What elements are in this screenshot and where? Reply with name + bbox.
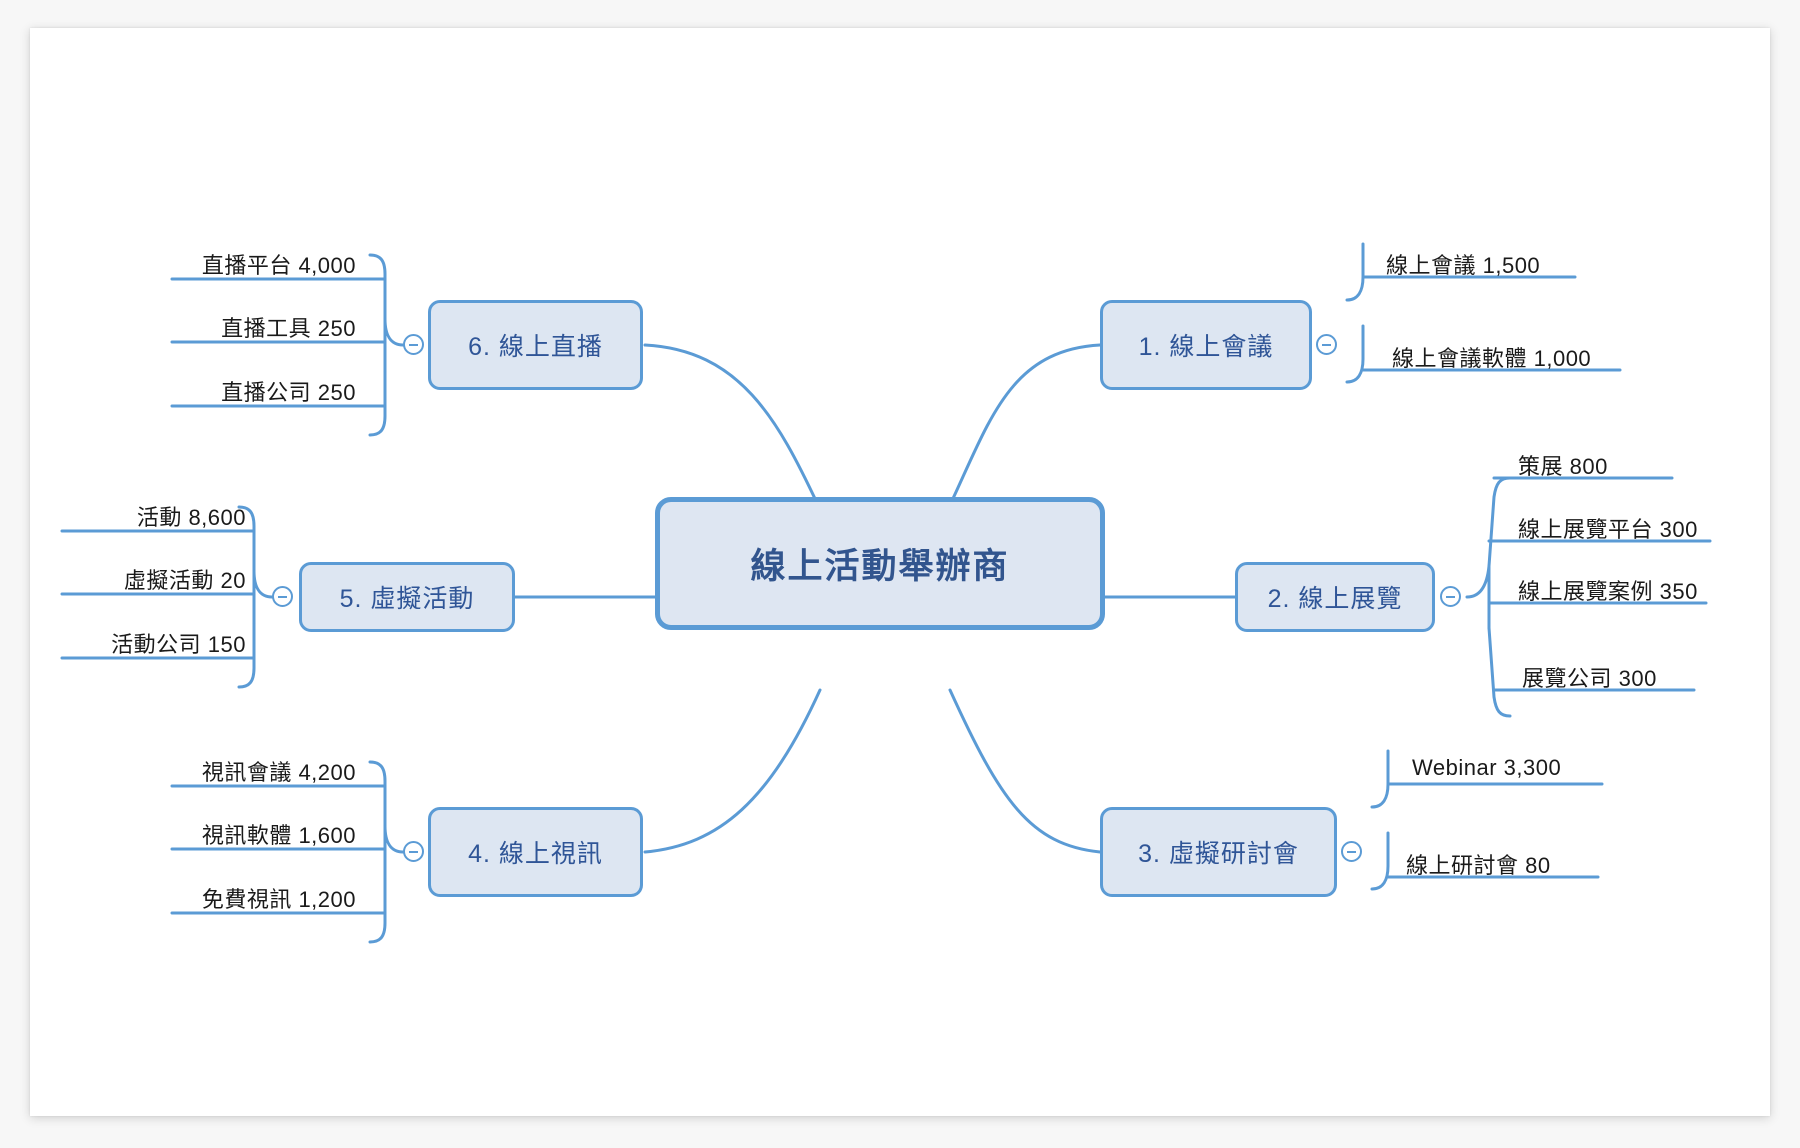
leaf-branch-2-child-1[interactable]: 策展 800	[1518, 454, 1608, 479]
leaf-branch-5-child-3[interactable]: 活動公司 150	[111, 632, 246, 657]
leaf-branch-1-child-1[interactable]: 線上會議 1,500	[1386, 253, 1541, 278]
leaf-branch-5-child-1[interactable]: 活動 8,600	[136, 505, 246, 530]
branch-node-6-label: 6. 線上直播	[468, 333, 603, 361]
branch-node-3-label: 3. 虛擬研討會	[1138, 840, 1299, 868]
root-node[interactable]: 線上活動舉辦商	[655, 497, 1105, 630]
minus-icon	[1446, 595, 1455, 598]
collapse-toggle-branch-6[interactable]	[403, 334, 424, 355]
minus-icon	[1322, 343, 1331, 346]
collapse-toggle-branch-3[interactable]	[1341, 841, 1362, 862]
collapse-toggle-branch-5[interactable]	[272, 586, 293, 607]
collapse-toggle-branch-1[interactable]	[1316, 334, 1337, 355]
branch-node-6[interactable]: 6. 線上直播	[428, 300, 643, 390]
branch-node-1-label: 1. 線上會議	[1138, 333, 1274, 361]
leaf-branch-2-child-3[interactable]: 線上展覽案例 350	[1518, 579, 1698, 604]
leaf-branch-6-child-1[interactable]: 直播平台 4,000	[201, 253, 356, 278]
leaf-branch-4-child-3[interactable]: 免費視訊 1,200	[201, 887, 356, 912]
branch-node-5[interactable]: 5. 虛擬活動	[299, 562, 515, 632]
leaf-branch-4-child-1[interactable]: 視訊會議 4,200	[201, 760, 356, 785]
leaf-branch-2-child-4[interactable]: 展覽公司 300	[1522, 666, 1657, 691]
minus-icon	[409, 343, 418, 346]
collapse-toggle-branch-2[interactable]	[1440, 586, 1461, 607]
branch-node-2[interactable]: 2. 線上展覽	[1235, 562, 1435, 632]
collapse-toggle-branch-4[interactable]	[403, 841, 424, 862]
branch-node-1[interactable]: 1. 線上會議	[1100, 300, 1312, 390]
minus-icon	[278, 595, 287, 598]
leaf-branch-2-child-2[interactable]: 線上展覽平台 300	[1518, 517, 1698, 542]
root-node-label: 線上活動舉辦商	[750, 547, 1010, 586]
branch-node-2-label: 2. 線上展覽	[1267, 585, 1403, 613]
leaf-branch-6-child-2[interactable]: 直播工具 250	[221, 316, 356, 341]
branch-node-5-label: 5. 虛擬活動	[339, 585, 475, 613]
leaf-branch-3-child-2[interactable]: 線上研討會 80	[1406, 853, 1551, 878]
minus-icon	[1347, 850, 1356, 853]
branch-node-4-label: 4. 線上視訊	[468, 840, 603, 868]
minus-icon	[409, 850, 418, 853]
leaf-branch-4-child-2[interactable]: 視訊軟體 1,600	[201, 823, 356, 848]
branch-node-3[interactable]: 3. 虛擬研討會	[1100, 807, 1337, 897]
leaf-branch-1-child-2[interactable]: 線上會議軟體 1,000	[1392, 346, 1592, 371]
branch-node-4[interactable]: 4. 線上視訊	[428, 807, 643, 897]
leaf-branch-6-child-3[interactable]: 直播公司 250	[221, 380, 356, 405]
leaf-branch-5-child-2[interactable]: 虛擬活動 20	[123, 568, 246, 593]
leaf-branch-3-child-1[interactable]: Webinar 3,300	[1412, 755, 1562, 780]
